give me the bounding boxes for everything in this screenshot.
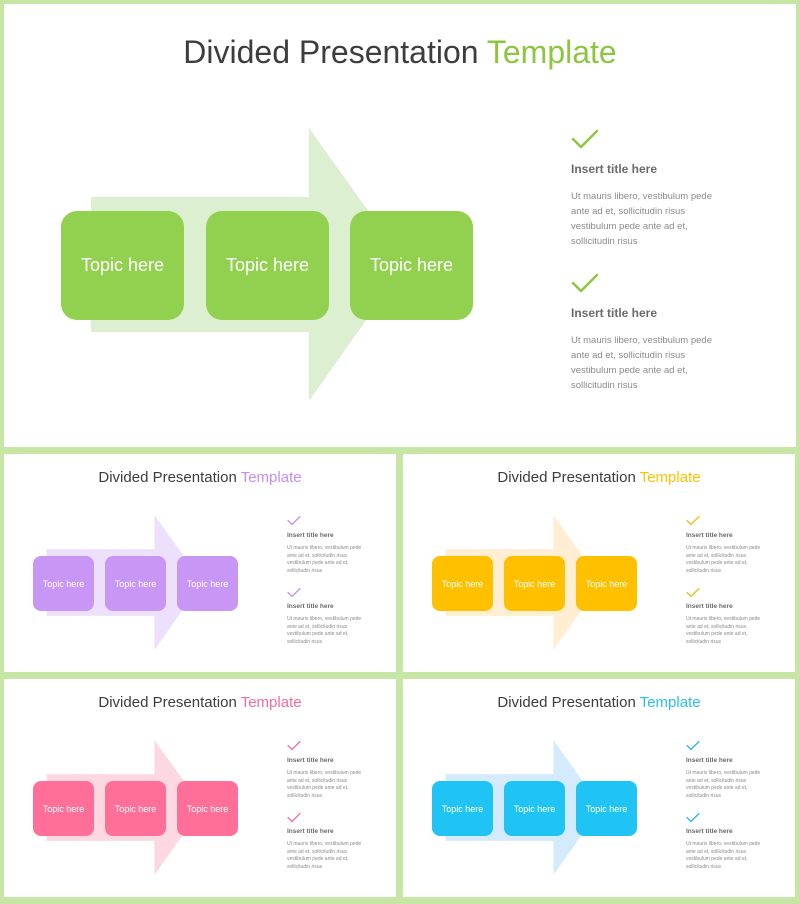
- info-body-2: Ut mauris libero, vestibulum pede ante a…: [686, 616, 761, 645]
- info-title-1: Insert title here: [287, 532, 334, 539]
- slide-pink: Divided Presentation Template Topic here…: [4, 679, 396, 897]
- slide-title: Divided Presentation Template: [4, 694, 396, 711]
- topic-label: Topic here: [186, 803, 229, 814]
- topic-label: Topic here: [585, 578, 628, 589]
- title-accent: Template: [486, 34, 617, 70]
- slide-title: Divided Presentation Template: [403, 694, 795, 711]
- info-body-1: Ut mauris libero, vestibulum pede ante a…: [287, 770, 362, 799]
- topic-box-3: Topic here: [576, 556, 637, 611]
- topic-box-2: Topic here: [504, 556, 565, 611]
- topic-box-2: Topic here: [504, 781, 565, 836]
- topic-box-1: Topic here: [33, 556, 94, 611]
- topic-label: Topic here: [42, 578, 85, 589]
- topic-label: Topic here: [441, 803, 484, 814]
- slide-title: Divided Presentation Template: [403, 469, 795, 486]
- title-accent: Template: [240, 469, 302, 486]
- topic-label: Topic here: [513, 578, 556, 589]
- topic-label: Topic here: [114, 803, 157, 814]
- title-prefix: Divided Presentation: [183, 34, 479, 70]
- info-body-1: Ut mauris libero, vestibulum pede ante a…: [287, 545, 362, 574]
- topic-box-1: Topic here: [432, 556, 493, 611]
- info-title-1: Insert title here: [571, 162, 658, 176]
- title-accent: Template: [639, 469, 701, 486]
- checkmark-icon: [571, 129, 599, 149]
- topic-box-3: Topic here: [350, 211, 473, 320]
- info-body-2: Ut mauris libero, vestibulum pede ante a…: [571, 335, 712, 391]
- topic-box-3: Topic here: [177, 556, 238, 611]
- slide-title: Divided Presentation Template: [4, 34, 796, 71]
- slide-blue: Divided Presentation Template Topic here…: [403, 679, 795, 897]
- title-accent: Template: [240, 694, 302, 711]
- topic-box-2: Topic here: [105, 556, 166, 611]
- title-prefix: Divided Presentation: [98, 694, 237, 711]
- checkmark-icon: [571, 273, 599, 293]
- topic-label: Topic here: [114, 578, 157, 589]
- checkmark-icon: [686, 587, 700, 598]
- topic-box-3: Topic here: [177, 781, 238, 836]
- info-title-2: Insert title here: [686, 603, 733, 610]
- slide-purple: Divided Presentation Template Topic here…: [4, 454, 396, 672]
- info-body-1: Ut mauris libero, vestibulum pede ante a…: [571, 191, 712, 247]
- info-body-2: Ut mauris libero, vestibulum pede ante a…: [287, 616, 362, 645]
- info-title-1: Insert title here: [686, 757, 733, 764]
- info-title-2: Insert title here: [287, 828, 334, 835]
- checkmark-icon: [287, 740, 301, 751]
- slide-main: Divided Presentation Template Topic here…: [4, 4, 796, 447]
- checkmark-icon: [686, 515, 700, 526]
- slide-title: Divided Presentation Template: [4, 469, 396, 486]
- topic-box-3: Topic here: [576, 781, 637, 836]
- topic-label: Topic here: [186, 578, 229, 589]
- slide-yellow: Divided Presentation Template Topic here…: [403, 454, 795, 672]
- topic-box-1: Topic here: [432, 781, 493, 836]
- title-prefix: Divided Presentation: [497, 469, 636, 486]
- info-body-2: Ut mauris libero, vestibulum pede ante a…: [686, 841, 761, 870]
- topic-box-2: Topic here: [105, 781, 166, 836]
- checkmark-icon: [287, 515, 301, 526]
- topic-label: Topic here: [369, 255, 454, 275]
- checkmark-icon: [686, 740, 700, 751]
- topic-box-2: Topic here: [206, 211, 329, 320]
- info-body-2: Ut mauris libero, vestibulum pede ante a…: [287, 841, 362, 870]
- checkmark-icon: [287, 812, 301, 823]
- checkmark-icon: [686, 812, 700, 823]
- topic-label: Topic here: [80, 255, 165, 275]
- topic-box-1: Topic here: [61, 211, 184, 320]
- info-body-1: Ut mauris libero, vestibulum pede ante a…: [686, 545, 761, 574]
- info-title-1: Insert title here: [686, 532, 733, 539]
- topic-box-1: Topic here: [33, 781, 94, 836]
- topic-label: Topic here: [513, 803, 556, 814]
- title-prefix: Divided Presentation: [98, 469, 237, 486]
- info-title-2: Insert title here: [571, 306, 658, 320]
- topic-label: Topic here: [441, 578, 484, 589]
- info-body-1: Ut mauris libero, vestibulum pede ante a…: [686, 770, 761, 799]
- info-title-1: Insert title here: [287, 757, 334, 764]
- info-title-2: Insert title here: [686, 828, 733, 835]
- checkmark-icon: [287, 587, 301, 598]
- topic-label: Topic here: [225, 255, 310, 275]
- topic-label: Topic here: [585, 803, 628, 814]
- info-title-2: Insert title here: [287, 603, 334, 610]
- topic-label: Topic here: [42, 803, 85, 814]
- title-prefix: Divided Presentation: [497, 694, 636, 711]
- title-accent: Template: [639, 694, 701, 711]
